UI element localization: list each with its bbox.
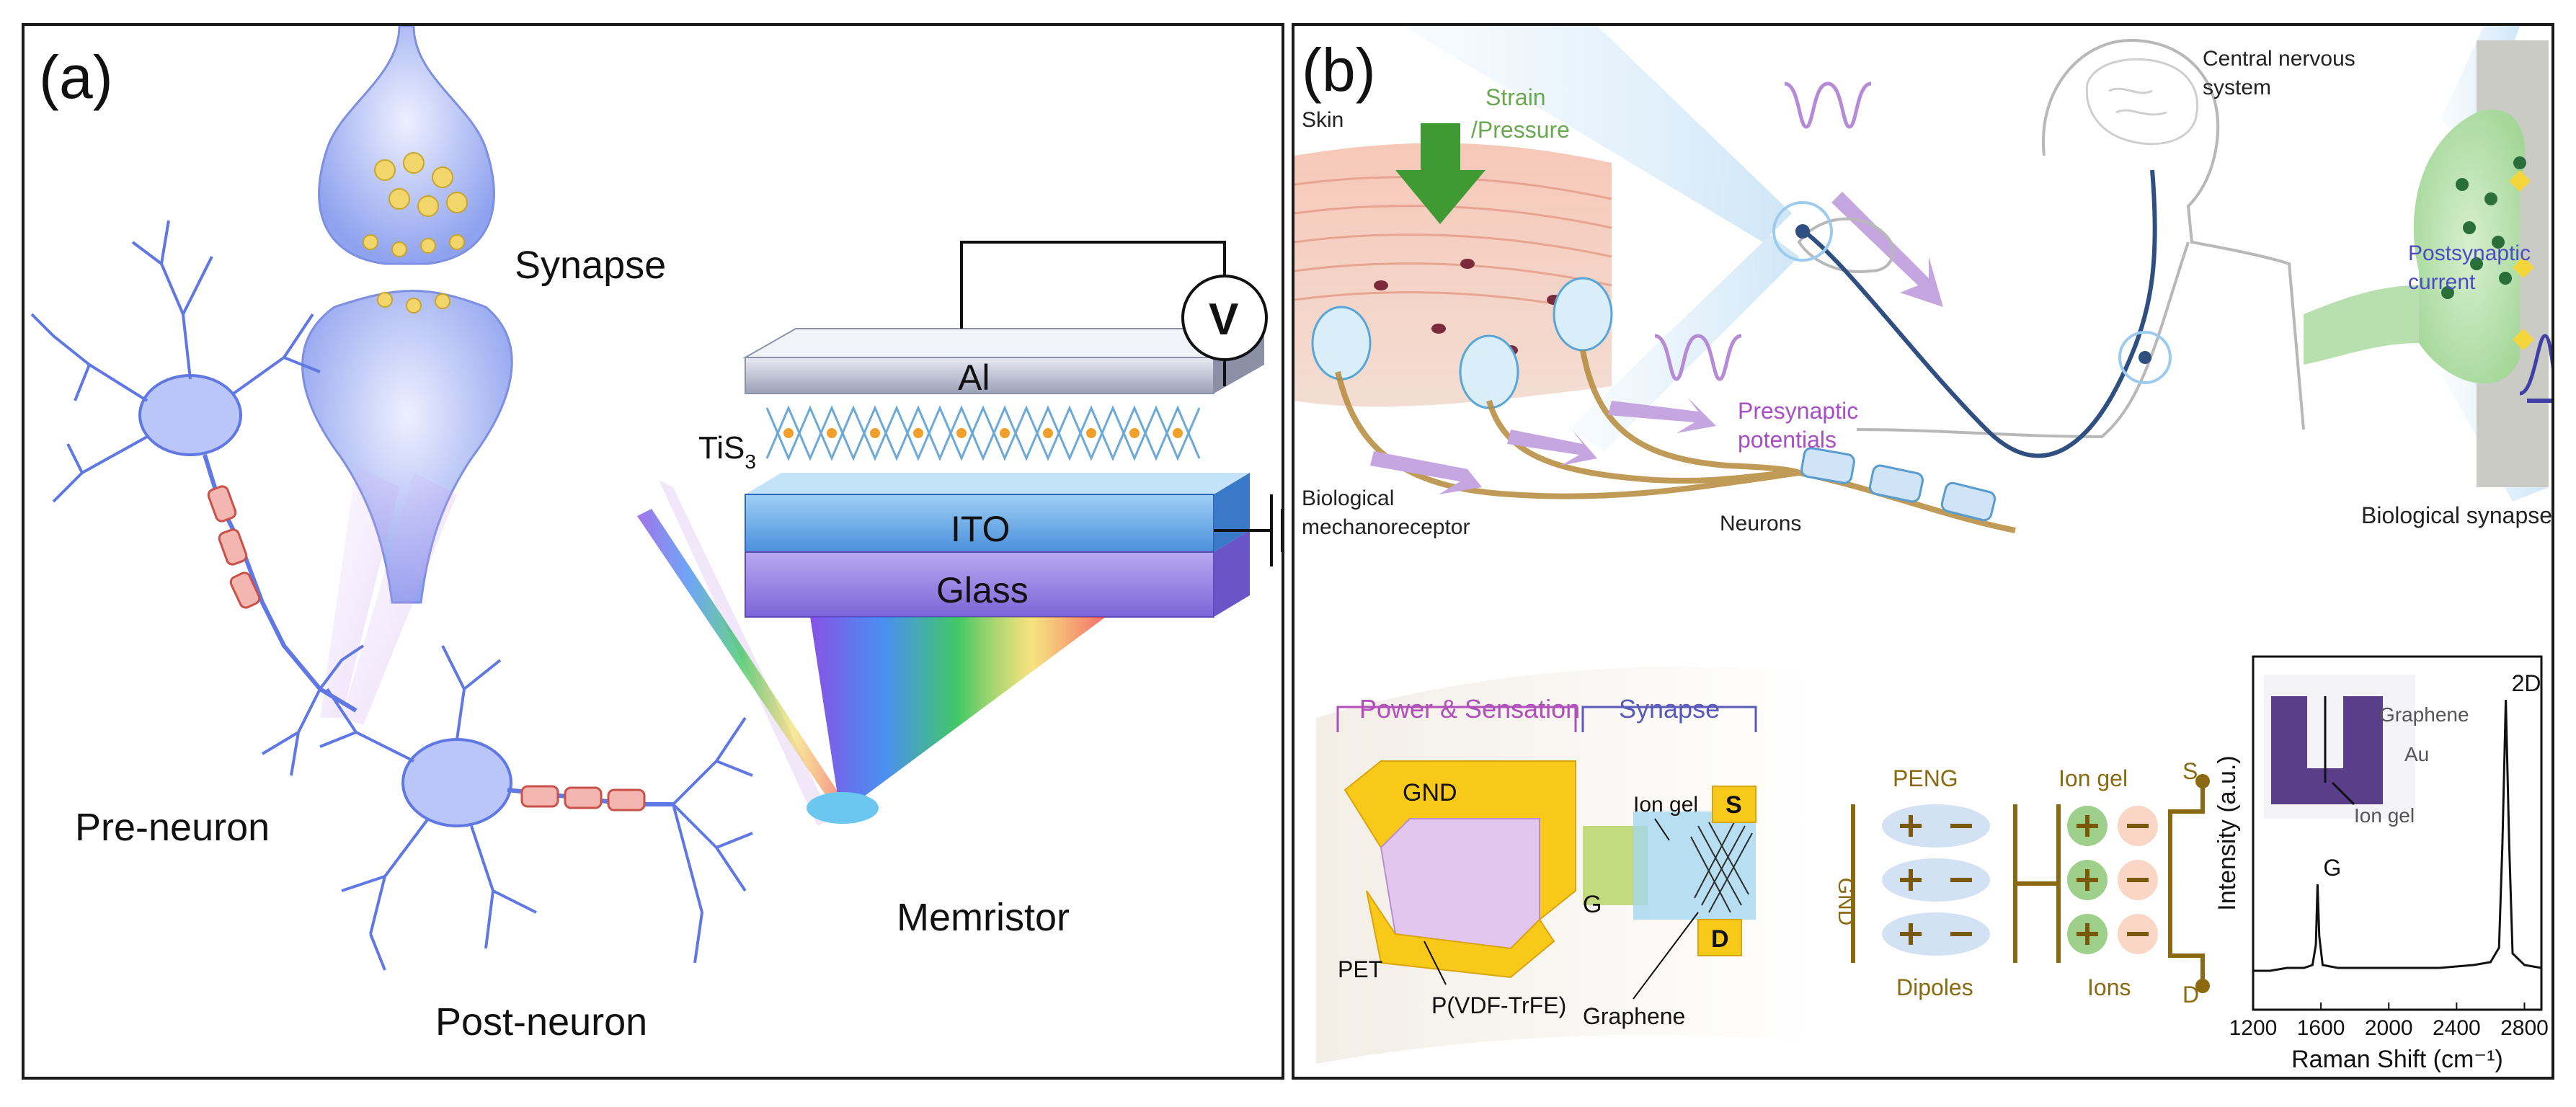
raman-peak-label: G xyxy=(2323,855,2341,881)
panel-b: (b) Skin xyxy=(1292,23,2554,1080)
inset-au-label: Au xyxy=(2404,743,2429,765)
light-spectrum-beam xyxy=(637,509,1106,824)
memristor-label: Memristor xyxy=(897,896,1070,939)
raman-inset xyxy=(2264,675,2415,819)
raman-peak-label: 2D xyxy=(2512,670,2541,696)
raman-y-axis-label: Intensity (a.u.) xyxy=(2213,755,2241,910)
raman-x-axis-label: Raman Shift (cm⁻¹) xyxy=(2291,1046,2503,1073)
pre-neuron-illustration xyxy=(30,220,365,776)
voltmeter-circuit xyxy=(960,241,1282,566)
graphene-device-label: Graphene xyxy=(1583,1003,1685,1029)
cns-label-1: Central nervous xyxy=(2203,47,2355,71)
presynaptic-label-1: Presynaptic xyxy=(1738,398,1858,424)
raman-x-tick-label: 1200 xyxy=(2229,1016,2278,1040)
drain-label: D xyxy=(1711,925,1729,953)
presynaptic-waveform xyxy=(1654,81,1872,381)
raman-series-line-0 xyxy=(2253,699,2542,972)
strain-label-2: /Pressure xyxy=(1471,117,1570,143)
skin-tissue xyxy=(1294,143,1613,409)
postsyn-label-2: current xyxy=(2408,270,2476,294)
inset-graphene-label: Graphene xyxy=(2379,703,2469,726)
inset-ion-gel-label: Ion gel xyxy=(2354,804,2415,827)
touch-point xyxy=(1772,201,1833,262)
panel-a-canvas: (a) Synapse xyxy=(30,26,1282,1044)
synapse-illustration xyxy=(301,26,513,604)
spinal-point xyxy=(2118,331,2172,384)
pre-neuron-myelin xyxy=(207,485,261,609)
mechanoreceptor-label-2: mechanoreceptor xyxy=(1302,515,1470,539)
nerve-pathway xyxy=(1798,169,2157,458)
panel-a: (a) Synapse xyxy=(22,23,1284,1080)
glass-layer-label: Glass xyxy=(936,570,1029,610)
circuit-diagram xyxy=(1851,774,2210,993)
voltmeter-symbol: V xyxy=(1209,295,1238,344)
postsyn-label-1: Postsynaptic xyxy=(2408,241,2531,265)
mechanoreceptor-label-1: Biological xyxy=(1302,486,1394,510)
bio-synapse-label: Biological synapse xyxy=(2361,502,2552,528)
pvdf-label: P(VDF-TrFE) xyxy=(1431,992,1566,1018)
post-neuron-myelin xyxy=(520,785,646,812)
tis3-layer xyxy=(765,405,1201,461)
panel-b-canvas: (b) Skin xyxy=(1294,26,2552,1073)
memristor-stack: Al TiS3 ITO Glass xyxy=(698,328,1267,618)
post-neuron-illustration xyxy=(319,645,753,971)
tis3-label: TiS3 xyxy=(698,430,756,473)
skin-label: Skin xyxy=(1302,108,1343,132)
raman-x-tick-label: 1600 xyxy=(2297,1016,2345,1040)
synapse-device-label: Synapse xyxy=(1619,694,1720,724)
raman-peak-labels: G 2D xyxy=(2323,670,2541,881)
power-sensation-label: Power & Sensation xyxy=(1359,694,1580,724)
gnd-circuit-label: GND xyxy=(1834,878,1857,926)
ion-gel-device-label: Ion gel xyxy=(1633,793,1698,817)
circuit-drain-label: D xyxy=(2182,982,2199,1008)
raman-x-tick-label: 2800 xyxy=(2500,1016,2549,1040)
presynaptic-label-2: potentials xyxy=(1738,427,1836,453)
raman-series xyxy=(2253,699,2542,972)
ions-label: Ions xyxy=(2087,974,2131,1000)
source-label: S xyxy=(1726,791,1742,819)
ito-layer-label: ITO xyxy=(951,509,1010,549)
neuron-cells xyxy=(1800,447,1997,522)
panel-b-label: (b) xyxy=(1302,36,1376,104)
pre-neuron-label: Pre-neuron xyxy=(75,806,270,849)
raman-chart: Graphene Au Ion gel 1200 1600 2000 2400 2800… xyxy=(2213,655,2549,1073)
panel-a-label: (a) xyxy=(39,43,113,111)
biological-synapse xyxy=(2304,40,2549,487)
raman-x-tick-label: 2000 xyxy=(2365,1016,2413,1040)
postsynaptic-current-plot xyxy=(2519,334,2551,403)
neurons-label: Neurons xyxy=(1720,512,1801,535)
raman-x-tick-label: 2400 xyxy=(2433,1016,2481,1040)
post-neuron-label: Post-neuron xyxy=(435,1000,647,1044)
circuit-source-label: S xyxy=(2182,758,2198,784)
strain-label-1: Strain xyxy=(1485,84,1546,110)
gate-label: G xyxy=(1583,891,1602,918)
spinal-point-dot xyxy=(2138,351,2151,364)
device-illustration xyxy=(1316,666,1813,1064)
al-layer-label: Al xyxy=(958,357,990,398)
brain-icon xyxy=(2085,58,2199,146)
device-pointer-lines xyxy=(1424,818,1699,1000)
peng-label: PENG xyxy=(1893,765,1958,791)
cns-label-2: system xyxy=(2203,76,2271,99)
raman-x-ticks: 1200 1600 2000 2400 2800 xyxy=(2229,1002,2549,1040)
strain-arrow xyxy=(1395,123,1485,224)
gnd-electrode-label: GND xyxy=(1403,779,1457,806)
dipoles-label: Dipoles xyxy=(1896,974,1973,1000)
ion-gel-circuit-label: Ion gel xyxy=(2058,765,2128,791)
pet-label: PET xyxy=(1338,956,1382,982)
touch-point-dot xyxy=(1795,224,1810,239)
synapse-label: Synapse xyxy=(515,244,666,287)
